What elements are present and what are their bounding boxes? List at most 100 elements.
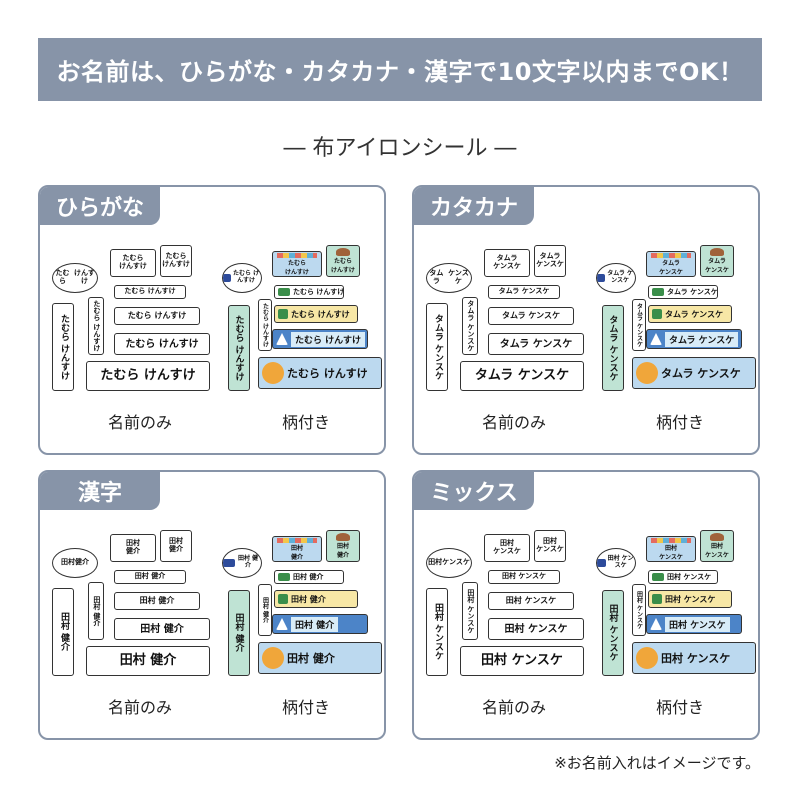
- label-text: たむら: [165, 252, 187, 261]
- train-icon: [223, 558, 235, 567]
- pattern-label-vertical-large: タムラ ケンスケ: [602, 305, 624, 391]
- label-text: 健介: [336, 552, 349, 559]
- car-icon: [652, 573, 664, 581]
- name-label-vertical-large: 田村 健介: [52, 588, 74, 676]
- pattern-label-vertical-small: 田村 健介: [258, 584, 272, 636]
- panel-tab: ひらがな: [40, 187, 160, 225]
- name-label-h1: たむら けんすけ: [114, 285, 186, 299]
- label-text: たむら けんすけ: [92, 300, 101, 352]
- label-text: タムラ ケンスケ: [635, 302, 643, 348]
- label-text: ケンスケ: [493, 547, 521, 555]
- caption-name-only: 名前のみ: [107, 698, 172, 717]
- pattern-label-lion: タムラ ケンスケ: [632, 357, 756, 389]
- label-text: タムラ ケンスケ: [607, 270, 633, 284]
- pattern-label-bunting: 田村健介: [272, 536, 322, 562]
- label-text: たむら: [287, 259, 306, 267]
- label-text: ケンスケ: [442, 558, 470, 567]
- pattern-label-bunting: 田村ケンスケ: [646, 536, 696, 562]
- name-label-h4: タムラ ケンスケ: [460, 361, 584, 391]
- label-text: たむら: [122, 254, 144, 263]
- panel-tab: ミックス: [414, 472, 534, 510]
- name-label-h2: 田村 健介: [114, 592, 200, 610]
- label-text: 田村 ケンスケ: [665, 594, 716, 604]
- label-text: 田村 健介: [92, 595, 101, 627]
- name-label-vertical-small: 田村 健介: [88, 582, 104, 640]
- pattern-label-vertical-large: たむら けんすけ: [228, 305, 250, 391]
- label-text: ケンスケ: [536, 545, 564, 553]
- label-text: タムラ ケンスケ: [432, 313, 443, 381]
- name-label-oval: 田村ケンスケ: [426, 548, 472, 578]
- label-text: ケンスケ: [705, 267, 729, 274]
- label-text: タムラ ケンスケ: [466, 300, 475, 352]
- car-icon: [652, 288, 664, 296]
- name-label-small: 田村健介: [110, 534, 156, 562]
- name-label-h3: タムラ ケンスケ: [488, 333, 584, 355]
- caption-with-pattern: 柄付き: [281, 413, 330, 432]
- name-label-h2: たむら けんすけ: [114, 307, 200, 325]
- pattern-label-bunting: タムラケンスケ: [646, 251, 696, 277]
- label-text: 田村: [290, 544, 303, 552]
- bunting-icon: [651, 537, 691, 543]
- pattern-label-train-oval: 田村 健介: [222, 548, 262, 578]
- label-text: たむら けんすけ: [293, 288, 344, 296]
- lion-icon: [262, 362, 284, 384]
- pattern-label-car: たむら けんすけ: [274, 285, 344, 299]
- name-label-small: たむらけんすけ: [110, 249, 156, 277]
- name-label-oval: タムラケンスケ: [426, 263, 472, 293]
- label-text: たむら けんすけ: [261, 302, 269, 348]
- lion-icon: [262, 647, 284, 669]
- pattern-label-hedgehog: 田村健介: [326, 530, 360, 562]
- panel-tab: カタカナ: [414, 187, 534, 225]
- label-text: 田村 健介: [291, 616, 339, 632]
- label-text: タムラ: [708, 258, 726, 265]
- train-icon: [597, 273, 606, 282]
- caption-name-only: 名前のみ: [107, 413, 172, 432]
- label-text: 田村 ケンスケ: [432, 603, 443, 661]
- name-label-vertical-large: たむら けんすけ: [52, 303, 74, 391]
- label-text: たむら: [55, 269, 70, 285]
- name-label-vertical-small: たむら けんすけ: [88, 297, 104, 355]
- name-label-h2: 田村 ケンスケ: [488, 592, 574, 610]
- caption-with-pattern: 柄付き: [655, 413, 704, 432]
- panel-4: ミックス田村ケンスケ田村ケンスケ田村ケンスケ田村 ケンスケ田村 ケンスケ田村 ケ…: [412, 470, 760, 740]
- pattern-label-car: タムラ ケンスケ: [648, 285, 718, 299]
- label-text: 田村 健介: [287, 652, 335, 665]
- pattern-label-car: 田村 ケンスケ: [648, 570, 718, 584]
- name-label-square: タムラケンスケ: [534, 245, 566, 277]
- label-text: 田村: [664, 544, 677, 552]
- name-label-h1: タムラ ケンスケ: [488, 285, 560, 299]
- house-icon: [278, 309, 288, 319]
- label-text: けんすけ: [331, 267, 355, 274]
- label-text: ケンスケ: [493, 262, 521, 270]
- section-title: ― 布アイロンシール ―: [283, 136, 517, 161]
- train-icon: [223, 273, 232, 282]
- sailboat-icon: [276, 618, 288, 630]
- label-text: 田村 健介: [261, 596, 269, 624]
- sailboat-icon: [276, 333, 288, 345]
- label-text: たむら けんすけ: [58, 313, 69, 381]
- pattern-label-vertical-small: たむら けんすけ: [258, 299, 272, 351]
- pattern-label-sailboat: タムラ ケンスケ: [646, 329, 742, 349]
- pattern-label-house: タムラ ケンスケ: [648, 305, 732, 323]
- label-text: タムラ: [429, 269, 444, 285]
- house-icon: [652, 309, 662, 319]
- name-label-oval: たむらけんすけ: [52, 263, 98, 293]
- label-text: 健介: [169, 545, 183, 553]
- bunting-icon: [277, 537, 317, 543]
- label-text: たむら けんすけ: [287, 367, 368, 380]
- label-text: タムラ: [539, 252, 561, 261]
- label-text: たむら けんすけ: [291, 309, 350, 319]
- pattern-label-vertical-small: タムラ ケンスケ: [632, 299, 646, 351]
- caption-with-pattern: 柄付き: [281, 698, 330, 717]
- panel-3: 漢字田村健介田村健介田村健介田村 健介田村 健介田村 健介田村 健介田村 健介田…: [38, 470, 386, 740]
- bunting-icon: [651, 252, 691, 258]
- panel-tab: 漢字: [40, 472, 160, 510]
- name-label-h4: 田村 健介: [86, 646, 210, 676]
- pattern-label-lion: 田村 ケンスケ: [632, 642, 756, 674]
- label-text: けんすけ: [162, 260, 190, 268]
- pattern-label-house: 田村 ケンスケ: [648, 590, 732, 608]
- label-text: たむら けんすけ: [233, 314, 244, 382]
- pattern-label-hedgehog: たむらけんすけ: [326, 245, 360, 277]
- pattern-label-hedgehog: タムラケンスケ: [700, 245, 734, 277]
- hedgehog-icon: [710, 533, 724, 541]
